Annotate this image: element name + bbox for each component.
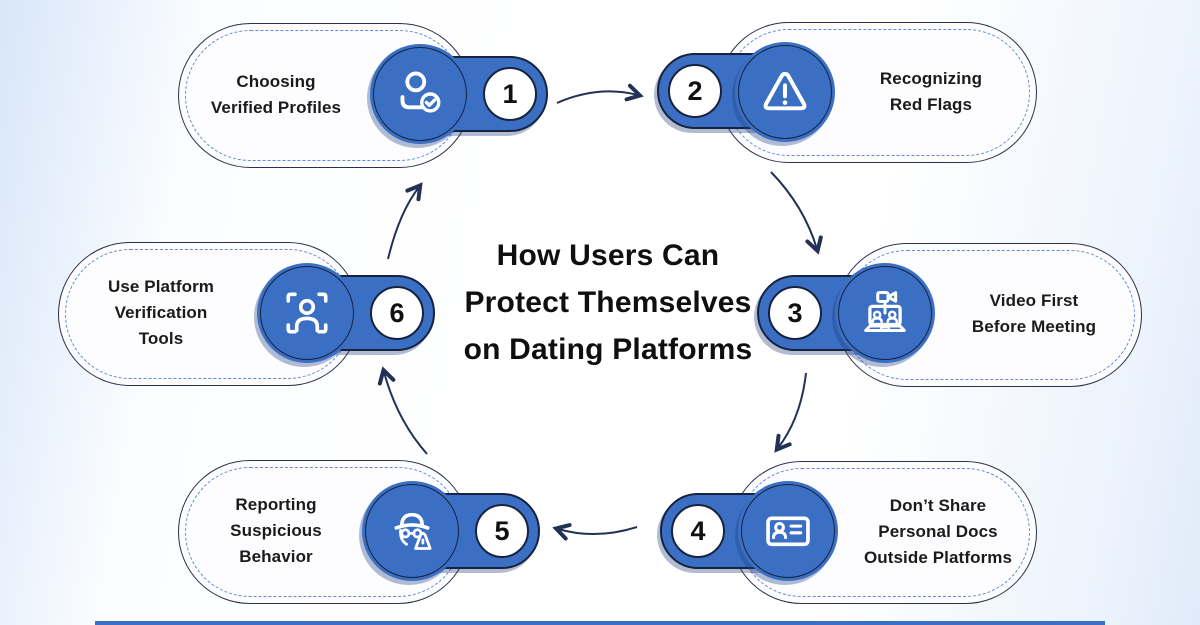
step-6-number: 6	[370, 286, 424, 340]
step-6-icon-circle	[257, 263, 357, 363]
title-line-3: on Dating Platforms	[463, 333, 753, 366]
step-4-icon-circle	[738, 481, 838, 581]
step-5-number: 5	[475, 504, 529, 558]
step-3-icon-circle	[835, 263, 935, 363]
id-card-icon	[766, 516, 810, 547]
arrow-3-to-4	[774, 372, 807, 453]
arrow-4-to-5	[552, 523, 638, 541]
step-4-number: 4	[671, 504, 725, 558]
video-call-icon	[864, 290, 906, 333]
arrow-6-to-1	[387, 182, 423, 260]
step-3-number: 3	[768, 286, 822, 340]
step-2-label: Recognizing Red Flags	[879, 68, 983, 114]
verified-profile-icon	[400, 71, 441, 113]
page-title: How Users Can Protect Themselves on Dati…	[408, 232, 808, 373]
arrow-2-to-3	[770, 171, 823, 255]
arrow-5-to-6	[377, 366, 428, 455]
step-3-label: Video First Before Meeting	[971, 291, 1097, 336]
arrow-1-to-2	[556, 83, 644, 104]
step-1-number: 1	[483, 67, 537, 121]
step-4-label: Don’t Share Personal Docs Outside Platfo…	[863, 495, 1013, 567]
title-line-1: How Users Can	[496, 239, 720, 272]
title-line-2: Protect Themselves	[464, 286, 752, 319]
bottom-accent-bar	[95, 621, 1105, 625]
warning-triangle-icon	[763, 71, 807, 111]
step-1-icon-circle	[370, 44, 470, 144]
step-1-label: Choosing Verified Profiles	[210, 71, 342, 117]
step-2-number: 2	[668, 64, 722, 118]
step-5-label: Reporting Suspicious Behavior	[230, 495, 322, 566]
step-5-icon-circle	[362, 481, 462, 581]
step-6-label: Use Platform Verification Tools	[107, 277, 215, 348]
face-scan-icon	[286, 292, 328, 334]
spy-icon	[394, 512, 432, 550]
step-2-icon-circle	[735, 42, 835, 142]
